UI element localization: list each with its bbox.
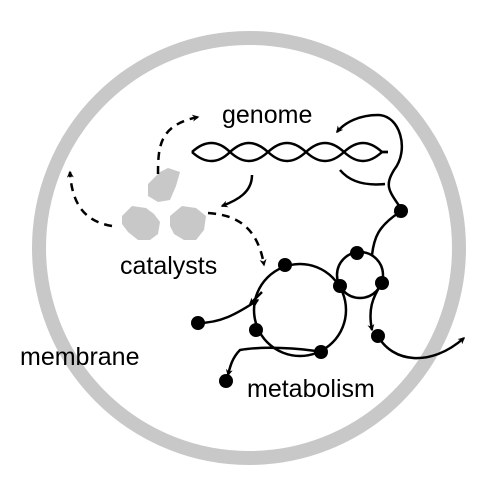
catalysts-to-membrane-arrow: [66, 170, 113, 228]
metabolism-label: metabolism: [247, 375, 375, 403]
node: [333, 279, 347, 293]
catalyst-blob-left: [122, 206, 160, 240]
node: [375, 276, 389, 290]
genome-label: genome: [222, 101, 312, 129]
node: [314, 345, 328, 359]
metabolism-to-genome-arrow: [370, 210, 402, 256]
catalysts-label: catalysts: [120, 252, 217, 280]
catalyst-blob-top: [148, 168, 180, 202]
membrane-label: membrane: [20, 343, 140, 371]
node: [249, 323, 263, 337]
node: [350, 246, 364, 260]
node: [219, 374, 233, 388]
node: [191, 316, 205, 330]
catalysts-to-metabolism-arrow: [207, 211, 267, 267]
node: [371, 329, 385, 343]
genome-loop-arrow: [336, 113, 404, 208]
helix-to-loop: [339, 169, 386, 186]
metabolite-nodes: [191, 204, 408, 388]
genome-helix: [191, 141, 388, 163]
catalyst-blobs: [122, 168, 206, 240]
metabolism-input-arrow: [197, 298, 260, 325]
metabolism-output-left-arrow: [225, 346, 322, 377]
node: [278, 258, 292, 272]
membrane-ring: [32, 31, 466, 465]
metabolism-output-right-arrow: [376, 335, 466, 360]
catalyst-blob-right: [170, 206, 206, 240]
metabolism-large-cycle: [252, 262, 348, 358]
genome-to-catalysts-arrow: [220, 174, 254, 208]
catalysts-to-genome-arrow: [156, 114, 200, 175]
node: [394, 204, 408, 218]
